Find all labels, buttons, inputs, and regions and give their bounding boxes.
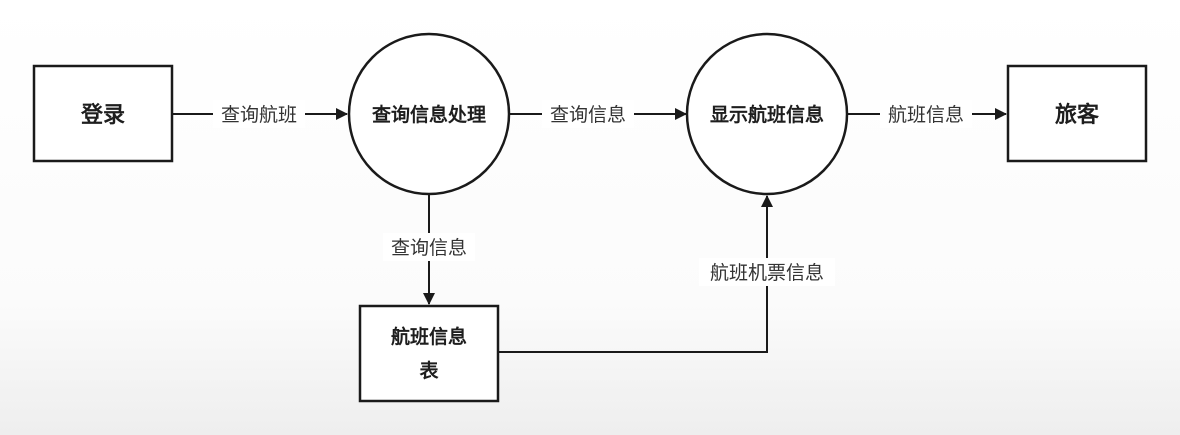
node-display-flight: 显示航班信息 <box>685 32 849 196</box>
edge-label-bg <box>383 233 475 261</box>
edge-label-bg <box>542 100 634 128</box>
node-query-process: 查询信息处理 <box>347 32 511 196</box>
edge-label-bg <box>880 100 972 128</box>
node-display-flight-circle <box>685 32 849 196</box>
edge-label-query-to-table: 查询信息 <box>391 237 467 259</box>
node-login-box <box>32 64 174 163</box>
edge-label-bg <box>213 100 305 128</box>
node-passenger-box <box>1006 64 1148 163</box>
node-display-flight-label: 显示航班信息 <box>710 103 824 126</box>
node-flight-table-label-line2: 表 <box>419 359 439 382</box>
node-query-process-label: 查询信息处理 <box>371 103 486 126</box>
node-passenger: 旅客 <box>1006 64 1148 163</box>
node-login-label: 登录 <box>80 103 125 128</box>
node-flight-table: 航班信息 表 <box>358 304 500 403</box>
node-login: 登录 <box>32 64 174 163</box>
node-flight-table-box <box>358 304 500 403</box>
edge-label-login-to-query: 查询航班 <box>221 104 297 126</box>
node-query-process-circle <box>347 32 511 196</box>
edge-label-table-to-display: 航班机票信息 <box>710 262 824 284</box>
edge-label-query-to-display: 查询信息 <box>550 104 626 126</box>
edge-label-display-to-passenger: 航班信息 <box>888 104 964 126</box>
node-flight-table-label-line1: 航班信息 <box>391 325 467 348</box>
node-passenger-label: 旅客 <box>1055 102 1100 128</box>
edge-table-to-display <box>498 195 773 353</box>
edge-label-bg <box>699 258 835 286</box>
